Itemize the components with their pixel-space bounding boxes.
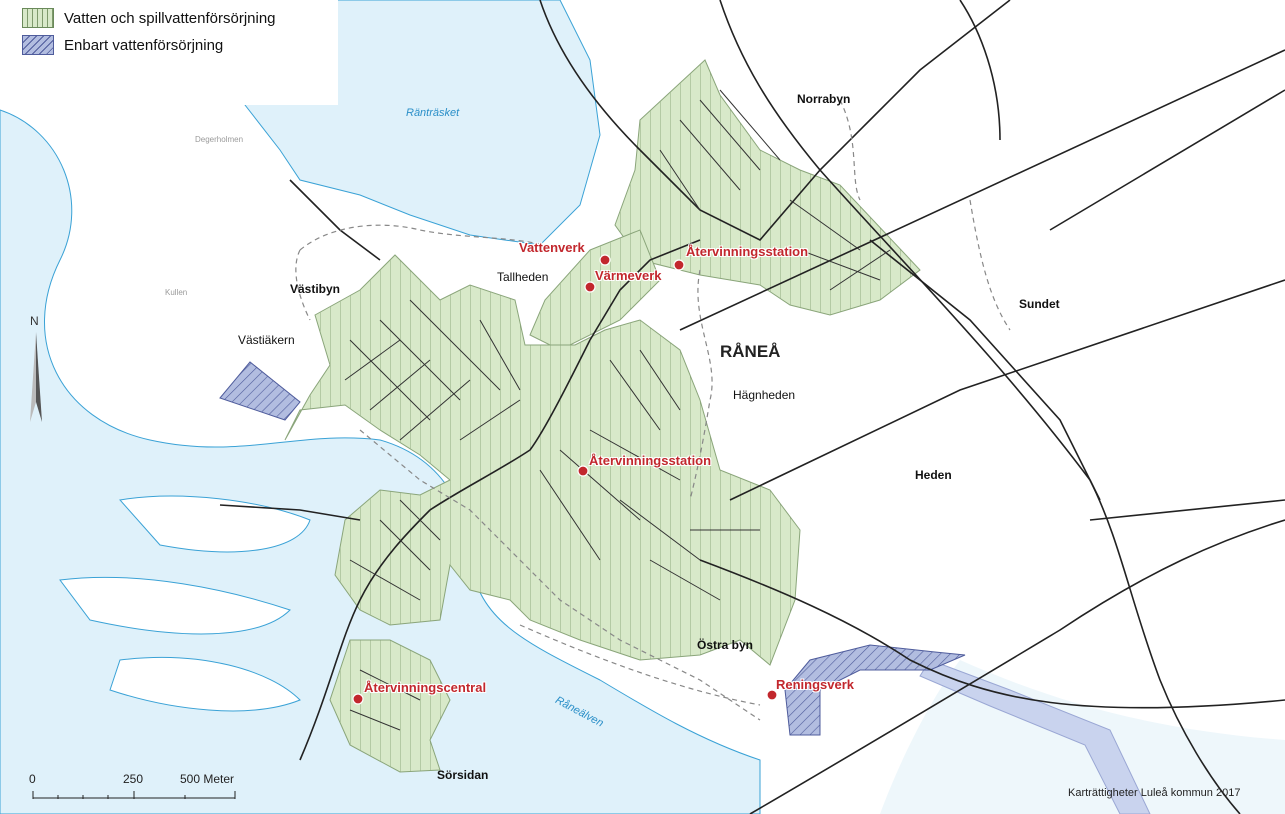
label-hagnheden: Hägnheden <box>733 388 796 402</box>
legend-item-water-sewage: Vatten och spillvattenförsörjning <box>22 8 276 28</box>
facility-marker-atervinningsstation-center <box>577 465 589 477</box>
scale-label-0: 0 <box>29 772 36 786</box>
canal-east <box>919 659 1151 814</box>
label-tallheden: Tallheden <box>497 270 549 284</box>
facility-marker-varmeverk <box>584 281 596 293</box>
label-lake: Ränträsket <box>406 107 460 119</box>
roads-major <box>219 0 1285 814</box>
label-norrabyn: Norrabyn <box>797 92 851 106</box>
label-heden: Heden <box>915 468 952 482</box>
label-ostra-byn: Östra byn <box>697 638 754 652</box>
facility-marker-atervinningsstation-north <box>673 259 685 271</box>
north-arrow-icon <box>30 332 42 422</box>
facility-marker-vattenverk <box>599 254 611 266</box>
scale-label-250: 250 <box>123 772 144 786</box>
service-area-water-sewage <box>284 59 921 773</box>
legend-swatch-water-sewage <box>22 8 54 28</box>
label-town: RÅNEÅ <box>720 342 781 361</box>
label-varmeverk: Värmeverk <box>595 268 662 283</box>
north-label: N <box>30 314 39 328</box>
map-legend: Vatten och spillvattenförsörjning Enbart… <box>0 0 338 105</box>
river-raneaelven <box>0 109 761 814</box>
streets-minor <box>344 89 891 731</box>
label-atervinningsstation-center: Återvinningsstation <box>589 453 712 468</box>
label-atervinningsstation-north: Återvinningsstation <box>686 244 809 259</box>
label-vattenverk: Vattenverk <box>519 240 585 255</box>
map-credit: Karträttigheter Luleå kommun 2017 <box>1068 787 1241 799</box>
legend-label-water-sewage: Vatten och spillvattenförsörjning <box>64 9 276 27</box>
legend-item-water-only: Enbart vattenförsörjning <box>22 35 223 55</box>
label-sorsidan: Sörsidan <box>437 768 489 782</box>
river-raneaelven-islands <box>59 495 311 712</box>
facility-marker-reningsverk <box>766 689 778 701</box>
label-degerholmen: Degerholmen <box>195 135 244 144</box>
label-sundet: Sundet <box>1019 297 1060 311</box>
label-atervinningscentral: Återvinningscentral <box>364 680 487 695</box>
label-reningsverk: Reningsverk <box>776 677 855 692</box>
paths-dashed <box>295 99 1011 721</box>
facility-marker-atervinningscentral <box>352 693 364 705</box>
label-kullen: Kullen <box>165 288 188 297</box>
label-vastiakern: Västiäkern <box>238 333 295 347</box>
scale-label-500: 500 Meter <box>180 772 235 786</box>
scale-bar <box>32 791 236 799</box>
legend-swatch-water-only <box>22 35 54 55</box>
label-vastibyn: Västibyn <box>290 282 341 296</box>
legend-label-water-only: Enbart vattenförsörjning <box>64 36 224 54</box>
